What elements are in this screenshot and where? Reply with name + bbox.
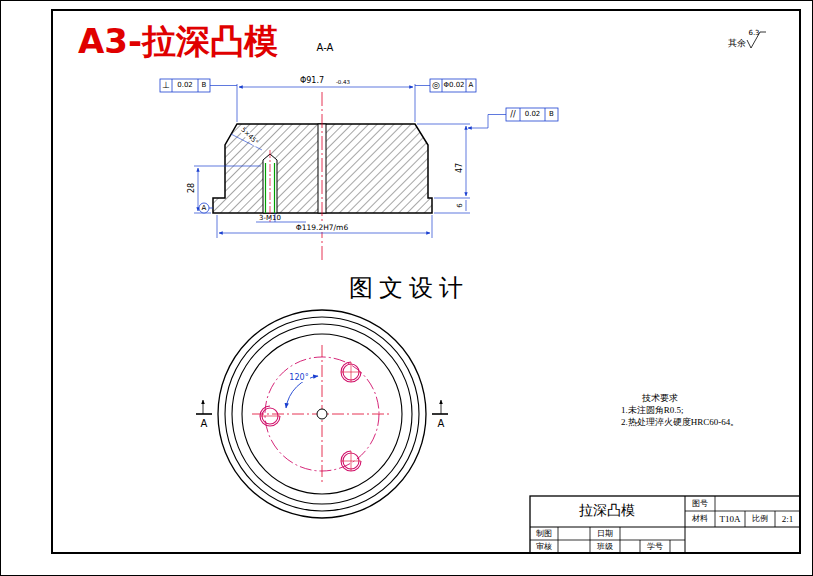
note-line: 2.热处理淬火硬度HRC60-64。: [621, 418, 739, 427]
datum-reference: B: [549, 111, 554, 118]
title-block-cell: T10A: [720, 515, 741, 524]
sheet-title: A3-拉深凸模: [72, 21, 284, 61]
datum-reference: A: [469, 82, 474, 89]
tolerance: -0.43: [335, 80, 351, 86]
tolerance-value: Φ0.02: [443, 82, 464, 89]
title-block-cell: 制图: [536, 530, 552, 538]
title-block-cell: 审核: [536, 543, 552, 551]
note-line: 1.未注圆角R0.5;: [621, 406, 684, 415]
title-block-cell: 学号: [647, 543, 663, 551]
dimension: Φ119.2H7/m6: [295, 224, 349, 232]
tolerance-value: 0.02: [177, 82, 193, 89]
title-block-cell: 拉深凸模: [579, 504, 635, 518]
section-marker: A: [438, 419, 445, 429]
note-heading: 技术要求: [642, 394, 678, 403]
title-block-cell: 日期: [597, 530, 613, 538]
tolerance-symbol: ◎: [432, 81, 440, 90]
watermark: 图 文 设 计: [348, 276, 464, 300]
title-block-cell: 材料: [692, 515, 708, 523]
section-marker: A: [201, 419, 208, 429]
datum-label: A: [202, 205, 207, 212]
roughness-note: 其余: [728, 39, 746, 48]
dimension: 6: [457, 203, 464, 207]
tolerance-symbol: //: [510, 111, 515, 119]
thread-callout: 3-M10: [259, 215, 281, 222]
title-block-cell: 比例: [752, 515, 768, 523]
roughness-value: 6.3: [748, 30, 759, 37]
title-block-cell: 班级: [597, 543, 613, 551]
dimension: 28: [188, 182, 196, 194]
tolerance-symbol: ⊥: [162, 81, 170, 90]
section-name: A-A: [317, 43, 334, 53]
angle-dimension: 120°: [288, 374, 309, 382]
title-block-cell: 图号: [692, 500, 708, 508]
title-block-cell: 2:1: [782, 515, 794, 524]
dimension: 47: [456, 162, 464, 174]
datum-reference: B: [202, 82, 207, 89]
tolerance-value: 0.02: [525, 111, 541, 118]
dimension: Φ91.7: [299, 77, 325, 85]
